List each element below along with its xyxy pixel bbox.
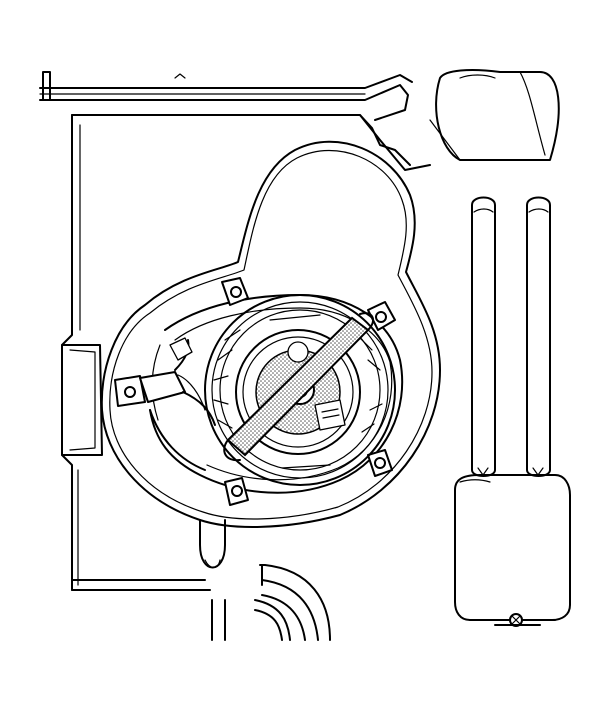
mounting-tab-lower-right bbox=[367, 449, 393, 477]
mounting-tab-right bbox=[367, 301, 396, 331]
vertical-rod-right bbox=[526, 196, 551, 477]
duct-housing-panel bbox=[39, 71, 431, 591]
drain-tube bbox=[199, 519, 226, 569]
retaining-strap bbox=[223, 312, 375, 462]
housing-gasket bbox=[100, 140, 441, 528]
blower-resistor-module bbox=[454, 474, 571, 621]
blower-motor-wheel bbox=[204, 294, 396, 486]
mounting-tab-bottom bbox=[224, 477, 249, 506]
upper-right-housing bbox=[429, 69, 560, 161]
vertical-rod-left bbox=[471, 196, 496, 477]
module-fastener bbox=[494, 613, 541, 627]
mounting-tab-top bbox=[221, 277, 249, 306]
motor-wire-harness bbox=[139, 337, 216, 426]
mounting-tab-left bbox=[114, 375, 146, 407]
lower-duct-fragments bbox=[211, 564, 331, 641]
